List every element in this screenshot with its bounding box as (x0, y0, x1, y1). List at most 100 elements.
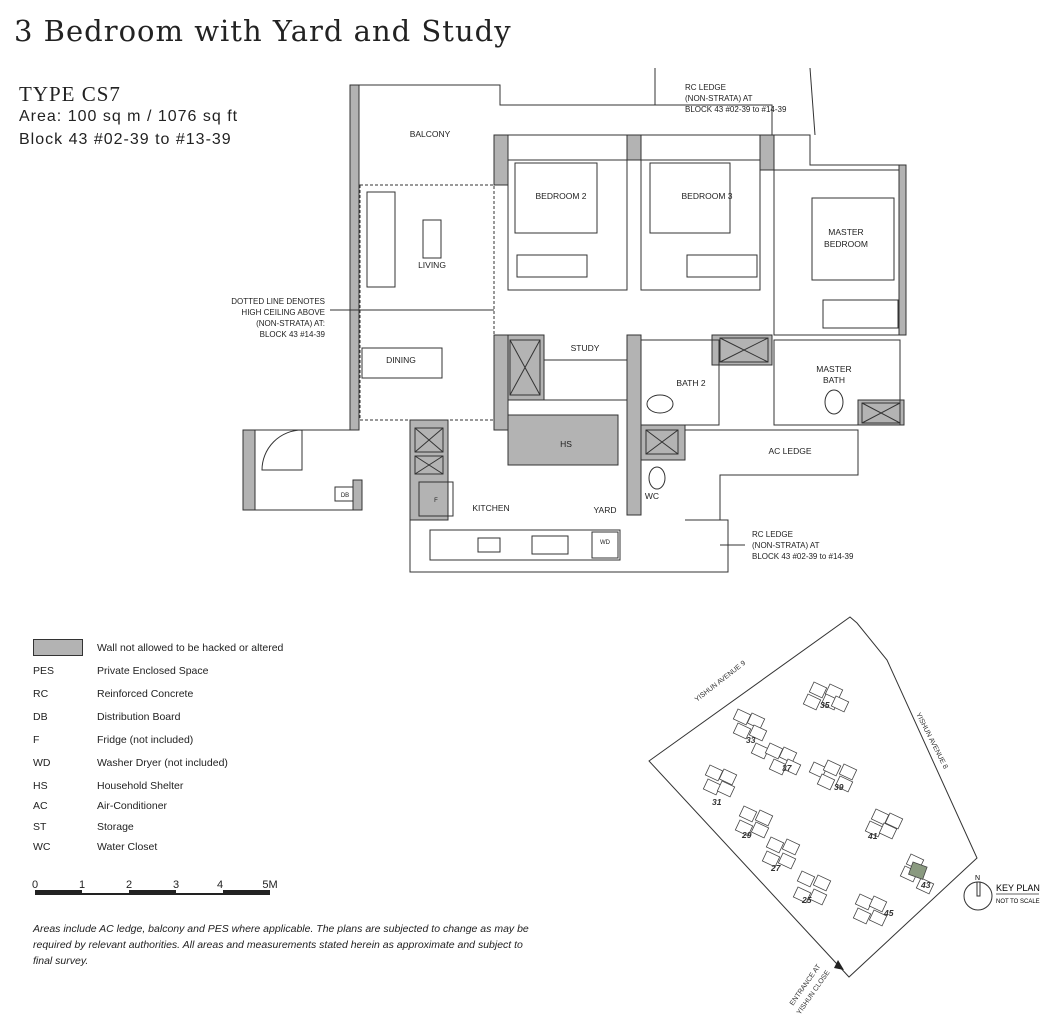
room-study: STUDY (571, 343, 600, 353)
block-unit-shape (878, 822, 898, 840)
block-unit-shape (830, 695, 850, 713)
label-wd: WD (600, 540, 611, 546)
scale-label: 3 (173, 879, 179, 891)
block-unit-shape (915, 877, 935, 895)
wall-swatch (33, 639, 83, 656)
room-bath2: BATH 2 (676, 378, 705, 388)
block-unit-shape (781, 838, 801, 856)
bedroom2-area (507, 159, 628, 291)
block-unit-shape (734, 819, 754, 837)
dotted-3: (NON-STRATA) AT: (256, 319, 325, 328)
wardrobe-3 (686, 254, 758, 278)
wall-ac-shaft (711, 334, 773, 366)
room-wc: WC (645, 491, 659, 501)
study-desk (543, 359, 628, 401)
block-unit-shape (816, 773, 836, 791)
rc-bottom-3: BLOCK 43 #02-39 to #14-39 (752, 552, 854, 561)
road-yishun-ave-8: YISHUN AVENUE 8 (914, 712, 948, 771)
legend-abbr: DB (33, 711, 48, 723)
block-unit-shape (777, 852, 797, 870)
disclaimer-note: Areas include AC ledge, balcony and PES … (33, 923, 529, 967)
legend-abbr: PES (33, 665, 55, 677)
block-unit-shape (802, 693, 822, 711)
dotted-1: DOTTED LINE DENOTES (231, 297, 325, 306)
block-unit-shape (838, 763, 858, 781)
block-unit-shape (868, 895, 888, 913)
kitchen-counter (429, 529, 621, 561)
block-unit-shape (792, 886, 812, 904)
block-label: 35 (820, 700, 830, 710)
room-master-bedroom-1: MASTER (828, 227, 863, 237)
legend-desc: Washer Dryer (not included) (97, 757, 228, 769)
legend-desc: Wall not allowed to be hacked or altered (97, 642, 284, 654)
bed-3-icon (649, 162, 731, 234)
block-unit-shape (822, 759, 842, 777)
block-label: 31 (712, 797, 722, 807)
wall-living-left (349, 84, 360, 431)
toilet-wc-icon (648, 466, 666, 490)
block-label: 25 (801, 895, 812, 905)
block-unit-shape (768, 758, 788, 776)
legend-abbr: AC (33, 800, 48, 813)
block-label: 45 (883, 908, 894, 918)
unit-type: TYPE CS7 (19, 82, 121, 106)
room-living: LIVING (418, 260, 446, 270)
legend-abbr: WC (33, 840, 51, 853)
room-master-bath-2: BATH (823, 375, 845, 385)
legend-desc: Water Closet (97, 840, 158, 853)
block-unit-shape (884, 812, 904, 830)
block-unit-shape (750, 821, 770, 839)
scale-label: 5M (262, 879, 277, 891)
block-unit-shape (808, 888, 828, 906)
wall-bed3-master (759, 134, 775, 171)
rc-top-2: (NON-STRATA) AT (685, 94, 753, 103)
entrance-arrow-icon (834, 960, 844, 970)
room-dining: DINING (386, 355, 416, 365)
legend-abbr: F (33, 734, 40, 746)
legend-abbr: ST (33, 820, 47, 833)
legend-desc: Household Shelter (97, 780, 184, 792)
kitchen-outline (409, 519, 729, 573)
block-unit-shape (750, 742, 770, 760)
stove-icon (531, 535, 569, 555)
scale-label: 2 (126, 879, 132, 891)
bed-2-icon (514, 162, 598, 234)
room-ac-ledge: AC LEDGE (769, 446, 812, 456)
room-bedroom2: BEDROOM 2 (535, 191, 586, 201)
scale-bar: 0 1 2 3 4 5M (32, 879, 278, 895)
master-bath-area (773, 339, 901, 426)
wall-bed2-bed3 (626, 134, 642, 161)
legend-abbr: HS (33, 780, 48, 792)
block-unit-shape (852, 907, 872, 925)
legend-desc: Air-Conditioner (97, 800, 168, 813)
wall-master-right (898, 164, 907, 336)
sofa-icon (366, 191, 396, 288)
ac-ledge-outline (685, 429, 859, 520)
legend-desc: Reinforced Concrete (97, 688, 194, 700)
room-balcony: BALCONY (410, 129, 451, 139)
legend-abbr: RC (33, 688, 49, 700)
washer-dryer-icon (591, 531, 619, 559)
room-yard: YARD (594, 505, 617, 515)
wall-study-storage (507, 334, 545, 401)
block-unit-shape (782, 758, 802, 776)
dotted-2: HIGH CEILING ABOVE (241, 308, 325, 317)
sink-icon (477, 537, 501, 553)
scale-label: 1 (79, 879, 85, 891)
label-fridge: F (434, 498, 438, 504)
master-bedroom-area (773, 169, 900, 336)
block-unit-shape (812, 874, 832, 892)
wall-hs-frame (507, 414, 619, 466)
coffee-table-icon (422, 219, 442, 259)
block-unit-shape (808, 681, 828, 699)
toilet-bath2-icon (646, 394, 674, 414)
block-label: 37 (782, 763, 793, 773)
legend-desc: Fridge (not included) (97, 734, 194, 746)
keyplan-subtitle: NOT TO SCALE (996, 899, 1040, 905)
room-kitchen: KITCHEN (472, 503, 509, 513)
block-unit-shape (796, 870, 816, 888)
block-unit-shape (748, 724, 768, 742)
fridge-icon (418, 481, 454, 517)
room-master-bedroom-2: BEDROOM (824, 239, 868, 249)
